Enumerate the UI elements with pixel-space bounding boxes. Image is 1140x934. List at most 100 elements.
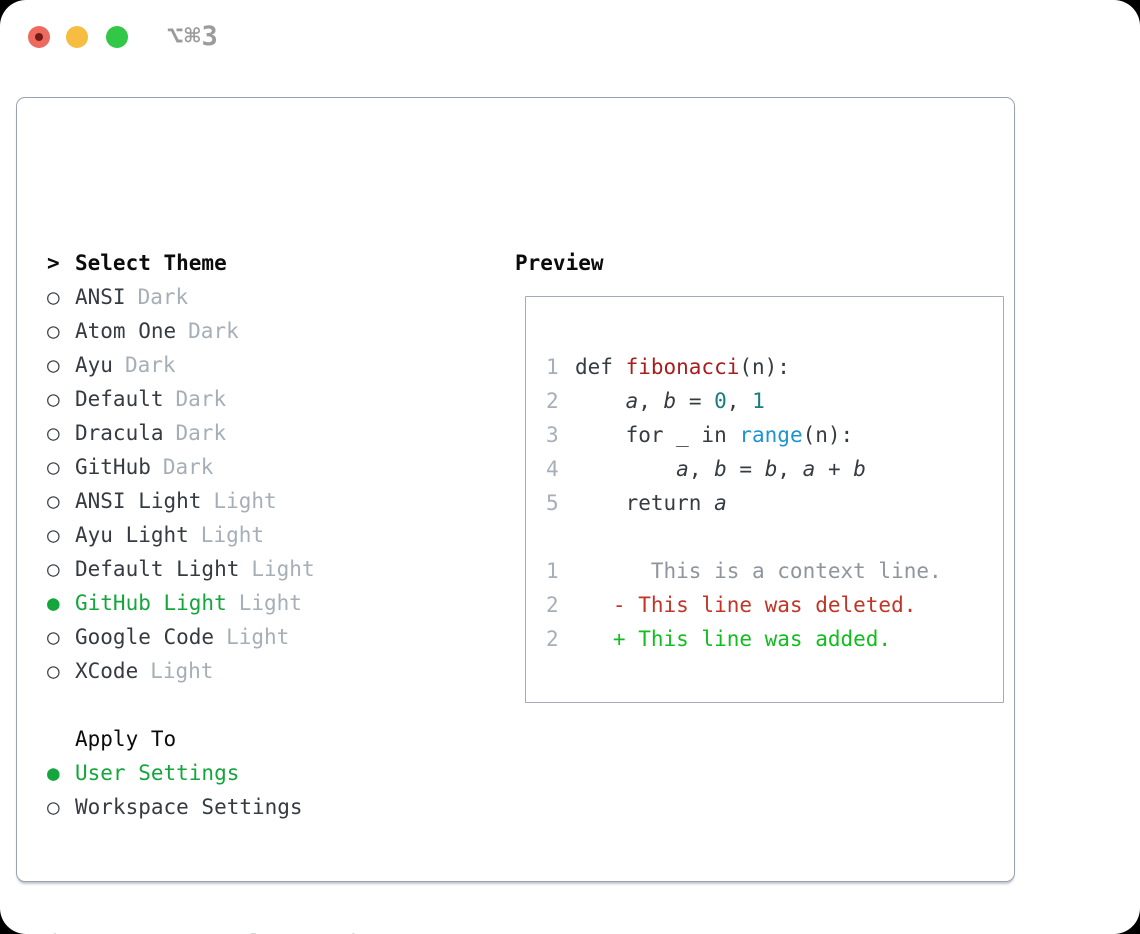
hint-line-1: (Use Enter to select, Tab to <box>47 926 401 934</box>
theme-name: Default <box>75 387 164 411</box>
theme-option-google-code[interactable]: ○ Google Code Light <box>47 620 315 654</box>
close-button[interactable] <box>28 26 50 48</box>
code-token: , <box>638 389 664 413</box>
theme-variant: Dark <box>162 455 214 479</box>
minimize-button[interactable] <box>66 26 88 48</box>
radio-icon: ○ <box>47 285 60 309</box>
theme-name: Atom One <box>75 319 177 343</box>
code-token: def <box>575 355 626 379</box>
code-line: 4 a, b = b, a + b <box>546 452 1003 486</box>
code-token: (n): <box>739 355 790 379</box>
line-number: 2 <box>546 389 559 413</box>
radio-icon: ○ <box>47 455 60 479</box>
code-line: 1 def fibonacci(n): <box>546 350 1003 384</box>
radio-icon: ○ <box>47 421 60 445</box>
code-line: 2 a, b = 0, 1 <box>546 384 1003 418</box>
theme-variant: Dark <box>137 285 189 309</box>
variable-token: a <box>676 457 689 481</box>
apply-option-user-settings[interactable]: ● User Settings <box>47 756 303 790</box>
theme-name: Google Code <box>75 625 215 649</box>
code-token: = <box>676 389 715 413</box>
theme-name: GitHub <box>75 455 151 479</box>
theme-variant: Dark <box>175 421 227 445</box>
apply-to-section: Apply To ● User Settings ○Workspace Setti… <box>47 722 303 824</box>
title-bar: ⌥⌘3 <box>0 0 1140 70</box>
number-token: 1 <box>752 389 765 413</box>
radio-icon: ○ <box>47 319 60 343</box>
window-title: ⌥⌘3 <box>167 21 219 52</box>
code-diff-gap <box>546 520 1003 554</box>
theme-option-ansi-dark[interactable]: ○ ANSI Dark <box>47 280 315 314</box>
number-token: 0 <box>714 389 727 413</box>
apply-option-label: User Settings <box>75 761 240 785</box>
code-token: + <box>815 457 854 481</box>
variable-token: b <box>663 389 677 413</box>
theme-option-default-dark[interactable]: ○ Default Dark <box>47 382 315 416</box>
zoom-button[interactable] <box>106 26 128 48</box>
diff-context-text: This is a context line. <box>575 559 942 583</box>
diff-added-text: + This line was added. <box>575 627 892 651</box>
prompt-icon: > <box>47 251 60 275</box>
theme-name: Ayu Light <box>75 523 189 547</box>
code-token: , <box>777 457 803 481</box>
diff-context-line: 1 This is a context line. <box>546 554 1003 588</box>
line-number: 1 <box>546 355 559 379</box>
theme-name: Default Light <box>75 557 240 581</box>
theme-variant: Light <box>200 523 265 547</box>
line-number: 4 <box>546 457 559 481</box>
theme-variant: Light <box>226 625 290 649</box>
function-name-token: fibonacci <box>625 355 740 379</box>
variable-token: b <box>764 457 778 481</box>
theme-name: Ayu <box>75 353 113 377</box>
code-token: = <box>726 457 765 481</box>
code-token: return <box>575 491 715 515</box>
diff-deleted-line: 2 - This line was deleted. <box>546 588 1003 622</box>
builtin-token: range <box>739 423 803 447</box>
code-token: , <box>726 389 753 413</box>
theme-option-github-dark[interactable]: ○ GitHub Dark <box>47 450 315 484</box>
theme-option-ayu-dark[interactable]: ○ Ayu Dark <box>47 348 315 382</box>
radio-icon: ○ <box>47 625 60 649</box>
theme-name: GitHub Light <box>75 591 227 615</box>
radio-icon: ○ <box>47 523 60 547</box>
code-token <box>575 457 676 481</box>
radio-icon: ○ <box>47 659 60 683</box>
line-number: 3 <box>546 423 559 447</box>
theme-variant: Light <box>213 489 277 513</box>
theme-variant: Dark <box>188 319 239 343</box>
theme-name: ANSI <box>75 285 126 309</box>
variable-token: b <box>714 457 727 481</box>
apply-option-workspace-settings[interactable]: ○Workspace Settings <box>47 790 303 824</box>
code-token: (n): <box>802 423 854 447</box>
radio-icon: ○ <box>47 387 60 411</box>
line-number: 2 <box>546 627 559 651</box>
theme-variant: Light <box>150 659 214 683</box>
radio-icon: ○ <box>47 795 60 819</box>
theme-variant: Dark <box>175 387 227 411</box>
theme-list-title: Select Theme <box>75 251 227 275</box>
code-line: 5 return a <box>546 486 1003 520</box>
theme-list-header: > Select Theme <box>47 246 315 280</box>
radio-selected-icon: ● <box>47 761 60 785</box>
radio-selected-icon: ● <box>47 591 60 615</box>
theme-variant: Dark <box>124 353 176 377</box>
theme-name: XCode <box>75 659 139 683</box>
theme-option-atom-one-dark[interactable]: ○ Atom One Dark <box>47 314 315 348</box>
keyboard-hint: (Use Enter to select, Tab to change focu… <box>47 858 401 934</box>
theme-option-xcode[interactable]: ○ XCode Light <box>47 654 315 688</box>
apply-to-heading: Apply To <box>47 722 303 756</box>
apply-to-label: Apply To <box>75 727 177 751</box>
theme-option-ayu-light[interactable]: ○ Ayu Light Light <box>47 518 315 552</box>
code-line: 3 for _ in range(n): <box>546 418 1003 452</box>
variable-token: b <box>853 457 866 481</box>
variable-token: a <box>625 389 639 413</box>
radio-icon: ○ <box>47 353 60 377</box>
